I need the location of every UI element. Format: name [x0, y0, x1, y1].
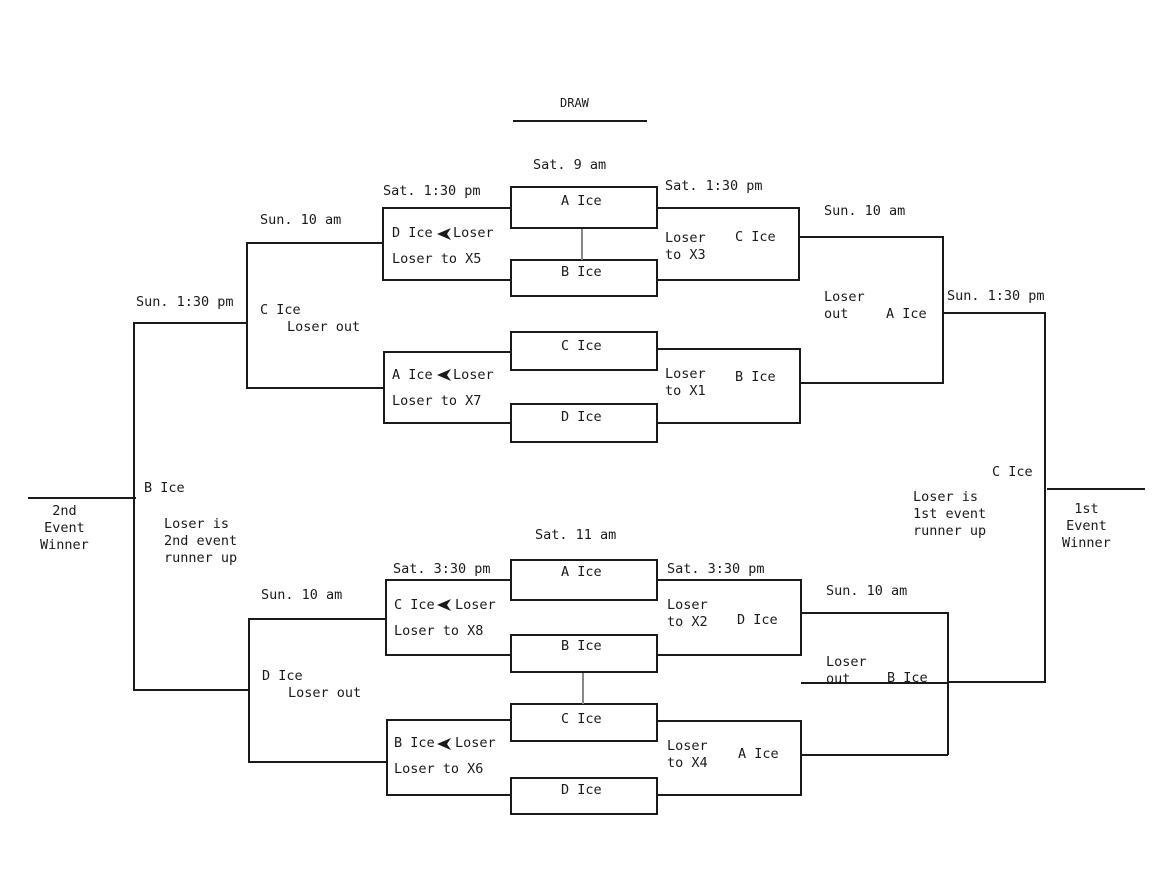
- second-event-winner-label: 2nd Event Winner: [40, 503, 89, 553]
- game-label: D Ice: [561, 409, 602, 425]
- bracket-top-losers-upper: [382, 207, 511, 281]
- winners-note: Loser to X3: [665, 230, 706, 263]
- losers-note: Loser to X6: [394, 761, 484, 777]
- bracket-top-winners-lower: [657, 348, 801, 424]
- bottom-right-sun-note: Loser out: [826, 654, 867, 687]
- winners-ice: C Ice: [735, 229, 776, 245]
- bracket-top-winners-upper: [657, 207, 800, 281]
- game-label: D Ice: [561, 782, 602, 798]
- arrow-left-icon: [437, 228, 451, 240]
- winners-ice: B Ice: [735, 369, 776, 385]
- bracket-bottom-winners-lower: [657, 720, 802, 796]
- losers-note: Loser to X5: [392, 251, 482, 267]
- bracket-bottom-winners-upper: [657, 579, 802, 656]
- losers-ice: A Ice: [392, 367, 433, 383]
- losers-arrow-label: Loser: [455, 735, 496, 751]
- top-left-sun-ice: C Ice: [260, 302, 301, 318]
- box-top-b-ice: [510, 259, 658, 297]
- second-event-final-ice: B Ice: [144, 480, 185, 496]
- top-right-sun-note: Loser out: [824, 289, 865, 322]
- left-final-time: Sun. 1:30 pm: [136, 294, 234, 310]
- bracket-bottom-losers-upper: [385, 579, 511, 656]
- top-left-sun-time: Sun. 10 am: [260, 212, 342, 228]
- top-round1-time: Sat. 9 am: [533, 157, 607, 173]
- game-label: C Ice: [561, 338, 602, 354]
- bracket-first-event-final: [943, 312, 1046, 683]
- arrow-left-icon: [437, 369, 451, 381]
- winners-note: Loser to X1: [665, 366, 706, 399]
- losers-arrow-label: Loser: [455, 597, 496, 613]
- losers-ice: D Ice: [392, 225, 433, 241]
- bottom-right-sun-time: Sun. 10 am: [826, 583, 908, 599]
- second-event-note: Loser is 2nd event runner up: [164, 516, 238, 566]
- bracket-second-event-final: [133, 322, 249, 691]
- top-right-time: Sat. 1:30 pm: [665, 178, 763, 194]
- losers-arrow-label: Loser: [453, 367, 494, 383]
- bottom-left-time: Sat. 3:30 pm: [393, 561, 491, 577]
- losers-arrow-label: Loser: [453, 225, 494, 241]
- top-right-sun-ice: A Ice: [886, 306, 927, 322]
- first-event-winner-label: 1st Event Winner: [1062, 501, 1111, 551]
- bottom-right-sun-ice: B Ice: [887, 670, 928, 686]
- arrow-left-icon: [437, 599, 451, 611]
- bracket-top-losers-lower: [383, 351, 511, 424]
- bracket-top-right-sun: [799, 236, 944, 384]
- bottom-left-sun-ice: D Ice: [262, 668, 303, 684]
- arrow-glyphs: [437, 228, 451, 750]
- game-label: B Ice: [561, 264, 602, 280]
- winners-note: Loser to X4: [667, 738, 708, 771]
- box-bottom-b-ice: [510, 634, 658, 673]
- bracket-top-left-sun: [246, 242, 384, 389]
- game-label: A Ice: [561, 193, 602, 209]
- bottom-right-time: Sat. 3:30 pm: [667, 561, 765, 577]
- losers-ice: B Ice: [394, 735, 435, 751]
- winners-ice: A Ice: [738, 746, 779, 762]
- bottom-left-sun-time: Sun. 10 am: [261, 587, 343, 603]
- top-left-sun-note: Loser out: [287, 319, 361, 335]
- right-final-time: Sun. 1:30 pm: [947, 288, 1045, 304]
- losers-note: Loser to X7: [392, 393, 482, 409]
- winners-note: Loser to X2: [667, 597, 708, 630]
- first-event-note: Loser is 1st event runner up: [913, 489, 987, 539]
- first-event-final-ice: C Ice: [992, 464, 1033, 480]
- bottom-left-sun-note: Loser out: [288, 685, 362, 701]
- bottom-round1-time: Sat. 11 am: [535, 527, 617, 543]
- page-title: DRAW: [560, 96, 589, 110]
- bracket-bottom-right-sun: [801, 612, 949, 684]
- losers-note: Loser to X8: [394, 623, 484, 639]
- winners-ice: D Ice: [737, 612, 778, 628]
- losers-ice: C Ice: [394, 597, 435, 613]
- game-label: C Ice: [561, 711, 602, 727]
- game-label: A Ice: [561, 564, 602, 580]
- bracket-bottom-losers-lower: [386, 719, 511, 796]
- arrow-left-icon: [437, 738, 451, 750]
- game-label: B Ice: [561, 638, 602, 654]
- top-right-sun-time: Sun. 10 am: [824, 203, 906, 219]
- top-left-time: Sat. 1:30 pm: [383, 183, 481, 199]
